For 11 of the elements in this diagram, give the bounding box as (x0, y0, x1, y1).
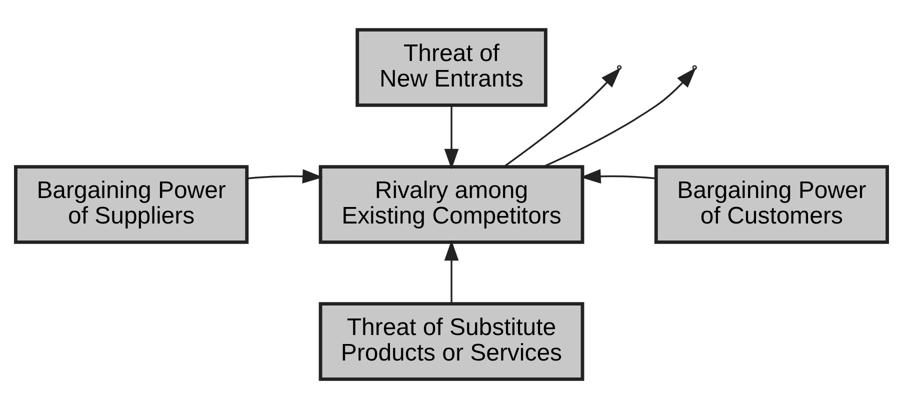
arrow (504, 68, 621, 168)
node-box: Threat of New Entrants (356, 28, 548, 107)
arrow (444, 240, 459, 304)
arrow (246, 169, 324, 184)
node-box: Bargaining Power of Suppliers (14, 165, 249, 244)
arrow (543, 68, 696, 168)
arrow (580, 169, 656, 184)
node-box: Rivalry among Existing Competitors (318, 165, 584, 244)
arrow (444, 106, 459, 170)
node-box: Bargaining Power of Customers (654, 165, 889, 244)
node-box: Threat of Substitute Products or Services (318, 302, 584, 381)
